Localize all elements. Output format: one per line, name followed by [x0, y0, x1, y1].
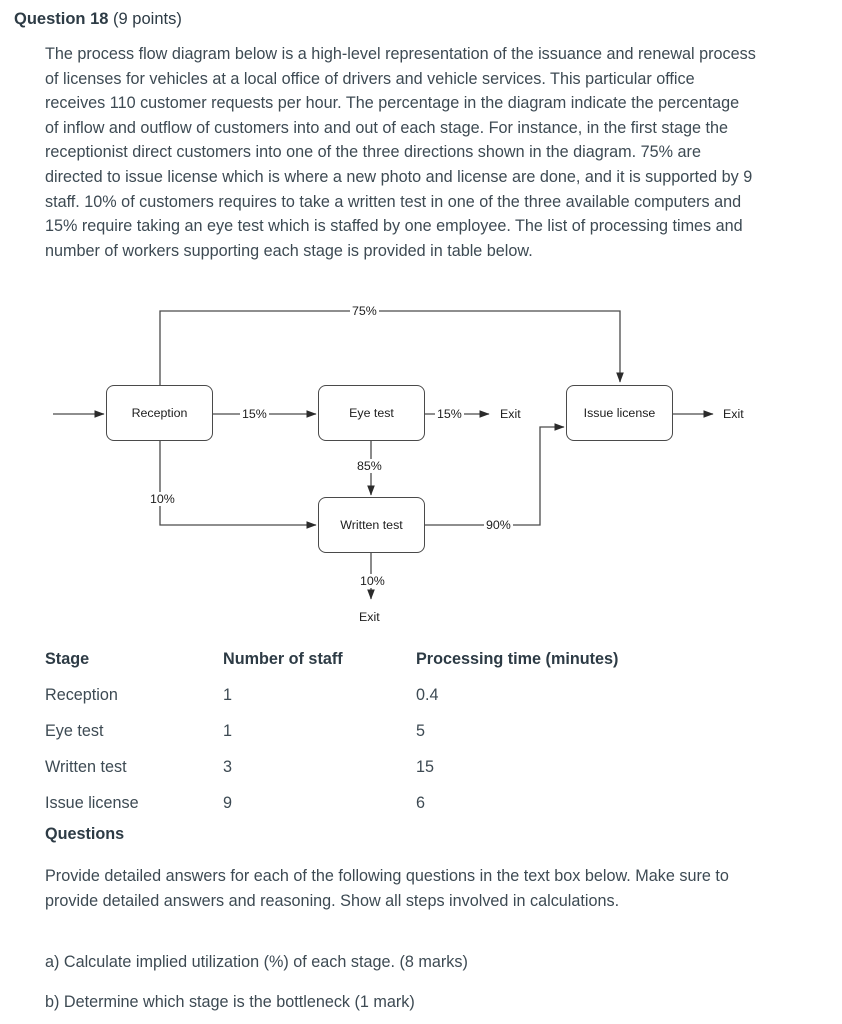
cell-stage: Eye test [45, 722, 104, 740]
table-header-time: Processing time (minutes) [416, 650, 619, 668]
edge-reception-written-test [159, 441, 317, 529]
edge-label-eye-to-exit: 15% [435, 407, 464, 421]
cell-time: 5 [416, 722, 426, 740]
table-row: Written test 3 15 [45, 758, 745, 794]
cell-staff: 1 [223, 686, 233, 704]
edge-written-test-issue-license [425, 423, 565, 526]
table-row: Eye test 1 5 [45, 722, 745, 758]
question-body-text: The process flow diagram below is a high… [45, 45, 756, 260]
cell-stage: Written test [45, 758, 127, 776]
node-reception[interactable]: Reception [106, 385, 213, 441]
edge-label-written-to-issue: 90% [484, 518, 513, 532]
edge-label-written-to-exit: 10% [358, 574, 387, 588]
table-row: Reception 1 0.4 [45, 686, 745, 722]
process-flow-diagram: Reception Eye test Written test Issue li… [0, 296, 842, 640]
questions-intro-text: Provide detailed answers for each of the… [45, 867, 729, 910]
node-written-test-label: Written test [340, 518, 403, 532]
node-issue-license-label: Issue license [583, 406, 656, 420]
node-issue-license[interactable]: Issue license [566, 385, 673, 441]
stage-summary-table: Stage Number of staff Processing time (m… [45, 650, 745, 830]
cell-staff: 1 [223, 722, 233, 740]
edge-reception-issue-license [159, 310, 624, 385]
table-row: Issue license 9 6 [45, 794, 745, 830]
cell-stage: Reception [45, 686, 118, 704]
edge-label-reception-to-written: 10% [148, 492, 177, 506]
question-number: Question 18 [14, 10, 109, 28]
edge-label-reception-to-issue: 75% [350, 304, 379, 318]
table-header-row: Stage Number of staff Processing time (m… [45, 650, 745, 686]
page-title: Question 18 (9 points) [14, 8, 182, 30]
cell-time: 0.4 [416, 686, 439, 704]
node-eye-test-label: Eye test [349, 406, 394, 420]
cell-staff: 9 [223, 794, 233, 812]
question-item-b: b) Determine which stage is the bottlene… [45, 993, 415, 1011]
diagram-connectors [53, 310, 714, 600]
cell-staff: 3 [223, 758, 233, 776]
table-header-staff: Number of staff [223, 650, 343, 668]
edge-label-eye-to-written: 85% [355, 459, 384, 473]
node-reception-label: Reception [131, 406, 188, 420]
question-item-a: a) Calculate implied utilization (%) of … [45, 953, 468, 971]
exit-label-issue-license: Exit [723, 407, 744, 421]
cell-time: 6 [416, 794, 426, 812]
table-header-stage: Stage [45, 650, 90, 668]
cell-stage: Issue license [45, 794, 139, 812]
question-points: (9 points) [113, 10, 182, 28]
exit-label-eye-test: Exit [500, 407, 521, 421]
node-written-test[interactable]: Written test [318, 497, 425, 553]
node-eye-test[interactable]: Eye test [318, 385, 425, 441]
exit-label-written-test: Exit [359, 610, 380, 624]
edge-label-reception-to-eye: 15% [240, 407, 269, 421]
questions-heading: Questions [45, 825, 125, 843]
cell-time: 15 [416, 758, 435, 776]
